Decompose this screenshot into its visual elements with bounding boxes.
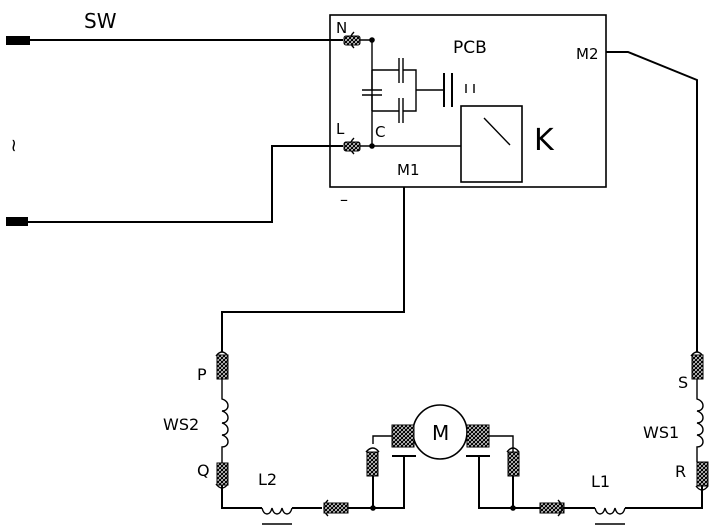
terminal-left-motor: [323, 502, 349, 514]
label-m1: M1: [397, 161, 420, 179]
label-m: M: [432, 421, 449, 445]
relay-k-switch: [483, 117, 511, 146]
label-m2: M2: [576, 45, 599, 63]
motor-brush-right: [466, 424, 490, 448]
label-n: N: [336, 19, 347, 37]
wire-q-to-l2: [221, 485, 262, 509]
inductor-l2: [261, 507, 293, 515]
terminal-p: [216, 354, 229, 380]
terminal-q: [216, 462, 229, 486]
wire-right-cap-to-brush: [489, 435, 514, 452]
label-ws1: WS1: [643, 423, 679, 442]
label-l1: L1: [591, 472, 610, 491]
relay-k-box: [460, 105, 523, 183]
winding-ws2: [221, 379, 229, 463]
junction-right: [510, 505, 516, 511]
label-c: C: [375, 123, 385, 141]
wire-m2: [606, 51, 698, 352]
label-k: K: [534, 123, 555, 158]
thyristor-gate: [443, 73, 453, 107]
label-pcb: PCB: [453, 38, 487, 58]
label-ac-symbol: ~: [3, 138, 24, 153]
winding-ws1: [696, 379, 704, 462]
supply-terminal-top: [6, 36, 30, 45]
wire-m1: [221, 187, 405, 352]
wire-n-internal: [360, 39, 373, 146]
label-p: P: [197, 365, 207, 384]
junction-c: [369, 143, 375, 149]
label-l2: L2: [258, 470, 277, 489]
label-ws2: WS2: [163, 415, 199, 434]
wire-supply-to-l: [28, 145, 343, 223]
capacitor-network: [362, 58, 444, 123]
trace-marks: [465, 84, 475, 93]
label-l: L: [336, 120, 345, 138]
wire-l1-to-r: [625, 486, 703, 509]
label-s: S: [678, 373, 688, 392]
terminal-right-motor: [539, 502, 565, 514]
terminal-r: [696, 461, 709, 487]
supply-terminal-bottom: [6, 217, 28, 226]
inductor-l1: [594, 507, 626, 515]
terminal-n: [343, 35, 361, 46]
wire-left-cap-to-brush: [372, 435, 392, 444]
terminal-l: [343, 141, 361, 152]
label-r: R: [675, 462, 686, 481]
terminal-r-bracket: [695, 485, 709, 491]
wire-left-bus: [348, 456, 405, 509]
terminal-right-cap-bracket: [506, 447, 520, 453]
terminal-left-cap: [366, 451, 379, 477]
label-q: Q: [197, 461, 210, 480]
wire-right-bus: [478, 456, 540, 509]
terminal-s: [691, 354, 704, 380]
terminal-right-cap: [507, 451, 520, 477]
motor-brush-left: [391, 424, 415, 448]
pcb-box: [329, 14, 607, 188]
label-dash: –: [340, 190, 348, 209]
junction-n: [369, 37, 375, 43]
terminal-right-bracket: [557, 499, 563, 517]
terminal-left-cap-bracket: [365, 447, 380, 453]
label-sw: SW: [84, 9, 117, 33]
